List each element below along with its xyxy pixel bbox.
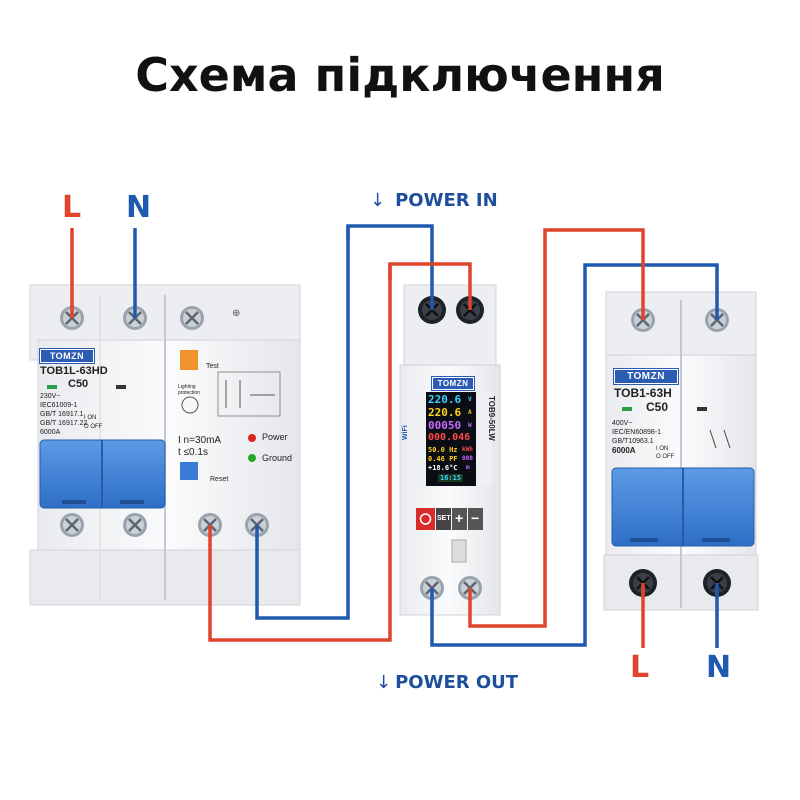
rcbo-test-label: Test	[206, 363, 219, 370]
mcb-model: TOB1-63H	[614, 386, 672, 400]
right-live-label: L	[630, 650, 650, 685]
mcb-spec-1: IEC/EN60898-1	[612, 429, 662, 436]
rcbo-model: TOB1L-63HD	[40, 365, 108, 377]
neutral-wire-meter-mcb	[430, 263, 719, 647]
rcbo-spec-4: 6000A	[40, 429, 61, 436]
left-neutral-label: N	[126, 190, 152, 225]
mcb-brand-logo: TOMZN	[613, 368, 679, 385]
display-current-unit: A	[468, 409, 472, 416]
display-frequency-unit: kWh	[462, 446, 473, 453]
svg-text:⊕: ⊕	[232, 308, 240, 319]
meter-plus-button[interactable]: +	[455, 510, 464, 526]
mcb-breaker	[603, 291, 759, 611]
meter-set-button[interactable]: SET	[437, 515, 451, 522]
left-live-label: L	[62, 190, 82, 225]
display-frequency: 50.0 Hz	[428, 446, 458, 454]
power-in-label: ↓ POWER IN	[370, 190, 498, 211]
rcbo-ground-label: Ground	[262, 453, 293, 463]
meter-model: TOB9-50LW	[487, 396, 496, 441]
display-voltage-unit: V	[468, 396, 472, 403]
mcb-rating: C50	[646, 400, 669, 414]
rcbo-rating: C50	[68, 378, 89, 390]
terminal-screw-icon	[178, 304, 206, 332]
meter-wifi-label: WiFi	[402, 425, 409, 440]
display-voltage: 220.6	[428, 393, 462, 406]
page-title: Схема підключення	[135, 48, 665, 102]
display-temperature: +18.6°C	[428, 464, 458, 472]
right-neutral-label: N	[706, 650, 732, 685]
rcbo-off-label: O OFF	[84, 424, 103, 430]
neutral-wire-rcbo-meter	[255, 226, 350, 620]
rcbo-reset-label: Reset	[210, 476, 229, 483]
rcbo-spec-2: GB/T 16917.1	[40, 411, 84, 418]
display-power-factor-unit: 000	[462, 455, 473, 462]
rcbo-time-label: t ≤0.1s	[178, 447, 208, 458]
mcb-spec-3: 6000A	[612, 446, 636, 455]
arrow-down-icon: ↓	[370, 190, 386, 211]
rcbo-on-label: I ON	[84, 415, 97, 421]
rcbo-current-label: I n=30mA	[178, 435, 222, 446]
mcb-spec-0: 400V~	[612, 420, 633, 427]
terminal-screw-icon	[58, 511, 86, 539]
mcb-on-label: I ON	[656, 446, 669, 452]
display-power-unit: W	[468, 422, 472, 429]
rcbo-spec-0: 230V~	[40, 393, 61, 400]
power-in-text: POWER IN	[395, 190, 498, 211]
display-temperature-unit: m	[466, 464, 470, 471]
mcb-spec-2: GB/T10963.1	[612, 438, 654, 445]
meter-minus-button[interactable]: −	[471, 510, 480, 526]
display-power: 00050	[428, 419, 462, 432]
meter-brand-logo: TOMZN	[431, 376, 475, 391]
display-energy: 000.046	[428, 432, 471, 443]
rcbo-brand-logo: TOMZN	[39, 348, 95, 364]
rcbo-breaker: ⊕	[29, 284, 301, 606]
rcbo-spec-3: GB/T 16917.22	[40, 420, 88, 427]
smart-meter	[399, 284, 501, 616]
arrow-down-icon: ↓	[376, 672, 392, 693]
display-power-factor: 0.46 PF	[428, 455, 458, 463]
display-time: 16:15	[438, 474, 464, 482]
live-wire-meter-mcb	[468, 228, 645, 628]
wires	[70, 224, 719, 648]
mcb-off-label: O OFF	[656, 454, 675, 460]
rcbo-lightning-label: Lighting protection	[178, 384, 200, 396]
terminal-screw-icon	[121, 511, 149, 539]
rcbo-spec-1: IEC61009-1	[40, 402, 78, 409]
display-current: 220.6	[428, 406, 462, 419]
power-out-label: ↓POWER OUT	[376, 672, 518, 693]
rcbo-power-label: Power	[262, 432, 288, 442]
power-out-text: POWER OUT	[395, 672, 519, 693]
live-wire-rcbo-meter	[208, 264, 392, 642]
